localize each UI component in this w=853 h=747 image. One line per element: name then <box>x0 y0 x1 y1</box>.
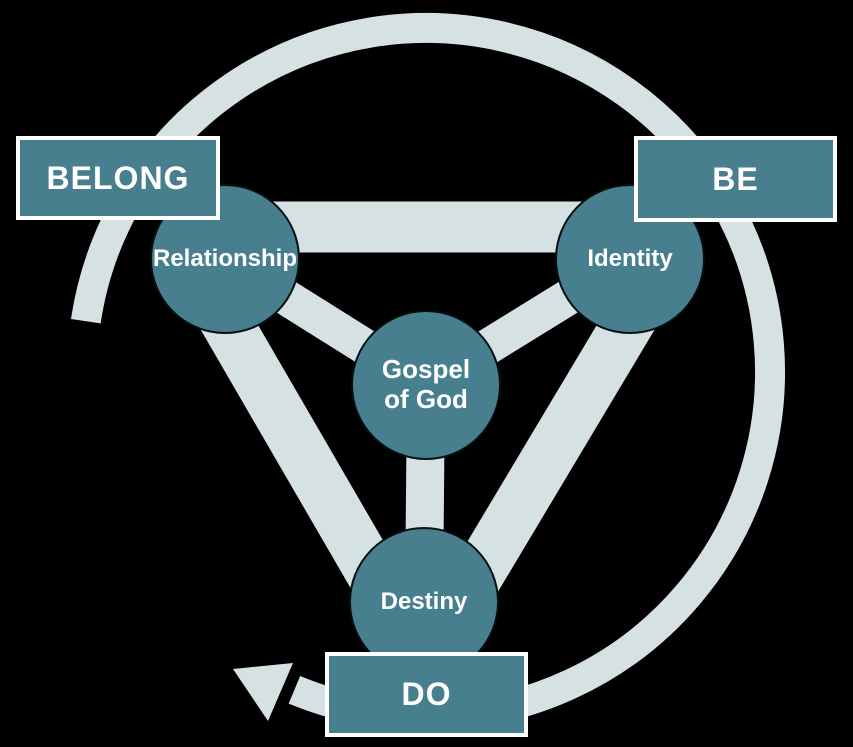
belong-banner: BELONG <box>16 136 220 220</box>
relationship-label: Relationship <box>152 245 298 273</box>
destiny-label: Destiny <box>380 588 468 616</box>
gospel-label-line1: Gospel <box>381 354 471 385</box>
identity-circle <box>555 184 705 334</box>
be-banner: BE <box>634 136 837 222</box>
identity-label: Identity <box>587 245 673 273</box>
gospel-label-line2: of God <box>384 384 468 414</box>
gospel-circle <box>351 310 501 460</box>
relationship-circle <box>150 184 300 334</box>
cycle-arrowhead-icon <box>233 663 293 721</box>
do-banner: DO <box>325 652 528 737</box>
gospel-label: Gospel of God <box>381 354 471 415</box>
